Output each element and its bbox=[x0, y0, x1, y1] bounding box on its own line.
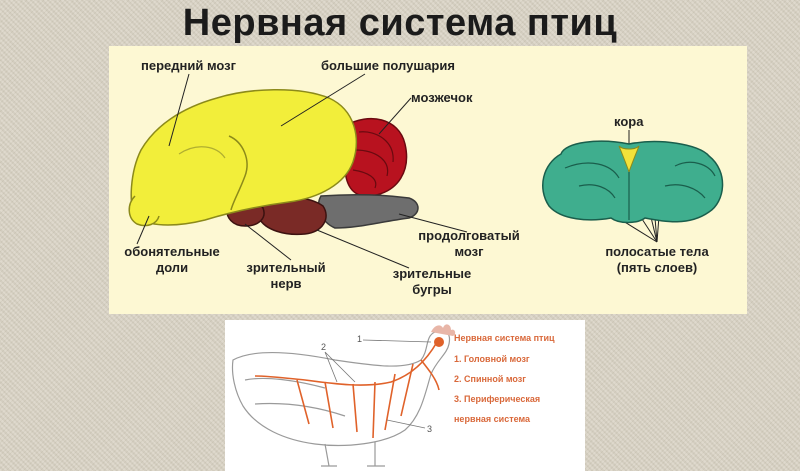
label-striatum: полосатые тела (пять слоев) bbox=[605, 244, 709, 275]
bird-outline bbox=[231, 330, 451, 467]
medulla-shape bbox=[317, 193, 419, 229]
bird-legend: Нервная система птиц 1. Головной мозг 2.… bbox=[454, 332, 582, 433]
brain-section-shape bbox=[542, 140, 724, 224]
legend-item-4: нервная система bbox=[454, 414, 531, 424]
bird-nervous-system-panel: 1 2 3 Нервная система птиц 1. Головной м… bbox=[225, 320, 585, 471]
page-title: Нервная система птиц bbox=[182, 2, 618, 44]
olfactory-lobe-shape bbox=[128, 195, 160, 227]
legend-item-2: 2. Спинной мозг bbox=[454, 374, 527, 384]
label-optic-lobes: зрительные бугры bbox=[392, 266, 472, 297]
legend-title: Нервная система птиц bbox=[454, 333, 555, 343]
cortex-shape bbox=[618, 145, 640, 174]
label-optic-nerve: зрительный нерв bbox=[246, 260, 326, 291]
bird-markers: 1 2 3 bbox=[321, 334, 432, 434]
bird-marker-2: 2 bbox=[321, 342, 326, 352]
brain-illustration bbox=[128, 73, 724, 269]
label-cerebellum: мозжечок bbox=[411, 90, 473, 105]
bird-nerve-lines bbox=[254, 341, 440, 439]
cerebellum-shape bbox=[344, 118, 408, 197]
legend-item-1: 1. Головной мозг bbox=[454, 354, 530, 364]
brain-diagram-panel: передний мозг большие полушария мозжечок… bbox=[109, 46, 747, 314]
bird-comb-shape bbox=[431, 324, 456, 336]
label-olfactory: обонятельные доли bbox=[124, 244, 220, 275]
bird-marker-1: 1 bbox=[357, 334, 362, 344]
bird-marker-3: 3 bbox=[427, 424, 432, 434]
legend-item-3: 3. Периферическая bbox=[454, 394, 541, 404]
label-medulla: продолговатый мозг bbox=[418, 228, 520, 259]
bird-illustration: 1 2 3 bbox=[231, 324, 456, 467]
label-cortex: кора bbox=[614, 114, 644, 129]
label-hemispheres: большие полушария bbox=[321, 58, 455, 73]
bird-brain-dot bbox=[434, 337, 444, 347]
label-forebrain: передний мозг bbox=[141, 58, 237, 73]
